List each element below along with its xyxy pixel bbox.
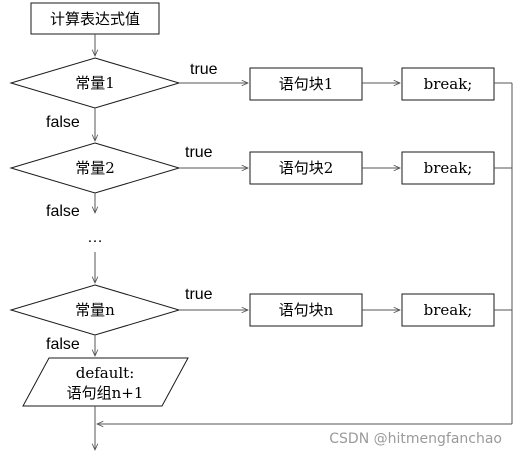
- default-parallelogram: [22, 357, 189, 407]
- start-label: 计算表达式值: [50, 10, 140, 28]
- start-box: [30, 2, 160, 35]
- default-label-line2: 语句组n+1: [67, 384, 144, 402]
- blockn-label: 语句块n: [279, 301, 334, 319]
- break2-box: [401, 151, 495, 185]
- case1-label: 常量1: [75, 74, 115, 92]
- block2-label: 语句块2: [279, 159, 334, 177]
- watermark: CSDN @hitmengfanchao: [329, 431, 502, 447]
- false-label-2: false: [46, 203, 80, 220]
- break1-box: [401, 67, 495, 101]
- break1-label: break;: [424, 75, 473, 93]
- block1-box: [249, 67, 363, 101]
- default-label-line1: default:: [76, 364, 135, 382]
- casen-label: 常量n: [75, 301, 115, 319]
- true-label-n: true: [185, 286, 213, 303]
- true-label-2: true: [185, 144, 213, 161]
- breakn-box: [401, 293, 495, 327]
- false-label-n: false: [46, 336, 80, 353]
- true-label-1: true: [190, 61, 218, 78]
- breakn-label: break;: [424, 301, 473, 319]
- case2-label: 常量2: [75, 159, 115, 177]
- break2-label: break;: [424, 159, 473, 177]
- ellipsis-label: …: [87, 229, 103, 246]
- false-label-1: false: [46, 114, 80, 131]
- block1-label: 语句块1: [279, 75, 334, 93]
